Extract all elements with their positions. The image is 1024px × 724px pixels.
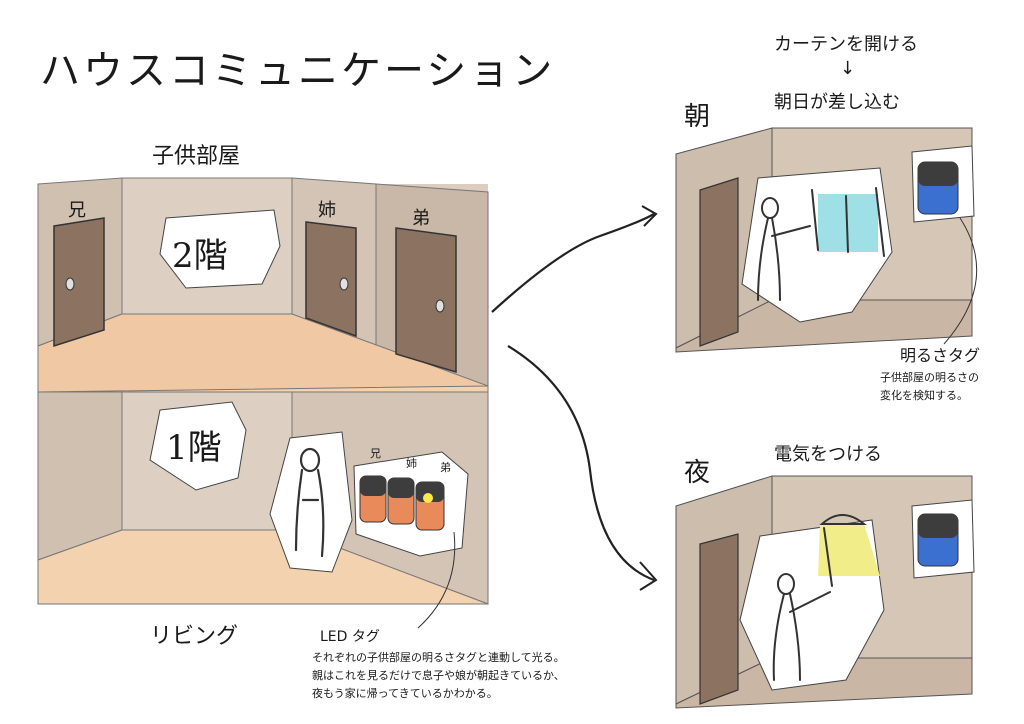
morning-room xyxy=(675,127,978,353)
door-label: 兄 xyxy=(68,200,86,221)
upper-floor-surface xyxy=(37,313,489,393)
led-note-line: 親はこれを見るだけで息子や娘が朝起きているか、 xyxy=(312,669,565,682)
morning-label: 朝 xyxy=(684,102,711,132)
floor-sign-upper-text: 2階 xyxy=(172,236,228,276)
floor-sign-lower-text: 1階 xyxy=(166,428,222,468)
night-room xyxy=(675,475,975,709)
led-note-line: 夜もう家に帰ってきているかわかる。 xyxy=(312,687,498,700)
lamp-light xyxy=(818,524,880,576)
led-light xyxy=(423,493,433,503)
door xyxy=(699,533,739,705)
morning-arrow: ↓ xyxy=(840,58,856,79)
door-label: 弟 xyxy=(412,208,430,229)
lower-floor-label: リビング xyxy=(150,624,239,649)
arrow-to-morning xyxy=(491,213,655,313)
door-middle xyxy=(305,221,357,338)
tag-label: 兄 xyxy=(370,447,381,460)
sensor-note-heading: 明るさタグ xyxy=(900,346,981,365)
arrow-tip xyxy=(639,561,658,591)
led-tags xyxy=(359,475,445,531)
page-title: ハウスコミュニケーション xyxy=(40,48,556,94)
door-knob xyxy=(435,299,445,313)
door-knob xyxy=(65,277,75,291)
lower-floor-surface xyxy=(37,529,489,605)
person-sketch xyxy=(294,447,325,558)
door-knob xyxy=(339,277,349,291)
morning-caption-2: 朝日が差し込む xyxy=(774,92,900,113)
morning-caption-1: カーテンを開ける xyxy=(774,34,918,55)
tag-pointer-line xyxy=(943,217,978,345)
led-pointer-line xyxy=(417,531,456,629)
night-label: 夜 xyxy=(684,458,711,488)
arrow-tip xyxy=(641,205,658,227)
door-right xyxy=(395,227,457,374)
night-caption: 電気をつける xyxy=(774,444,882,465)
led-note-heading: LED タグ xyxy=(320,629,380,645)
arrow-to-night xyxy=(507,345,655,582)
upper-floor-label: 子供部屋 xyxy=(152,144,241,169)
house-illustration xyxy=(37,177,489,629)
tag-label: 弟 xyxy=(440,461,451,474)
door-left xyxy=(53,217,105,348)
led-note-line: それぞれの子供部屋の明るさタグと連動して光る。 xyxy=(312,651,565,664)
tag-label: 姉 xyxy=(406,457,417,470)
door-label: 姉 xyxy=(318,200,336,221)
sensor-note-line: 変化を検知する。 xyxy=(880,389,968,402)
door xyxy=(699,177,739,347)
floor-sign-upper xyxy=(159,209,281,289)
floor-sign-lower xyxy=(149,401,247,491)
sensor-note-line: 子供部屋の明るさの xyxy=(880,371,979,384)
person-card xyxy=(269,431,353,573)
